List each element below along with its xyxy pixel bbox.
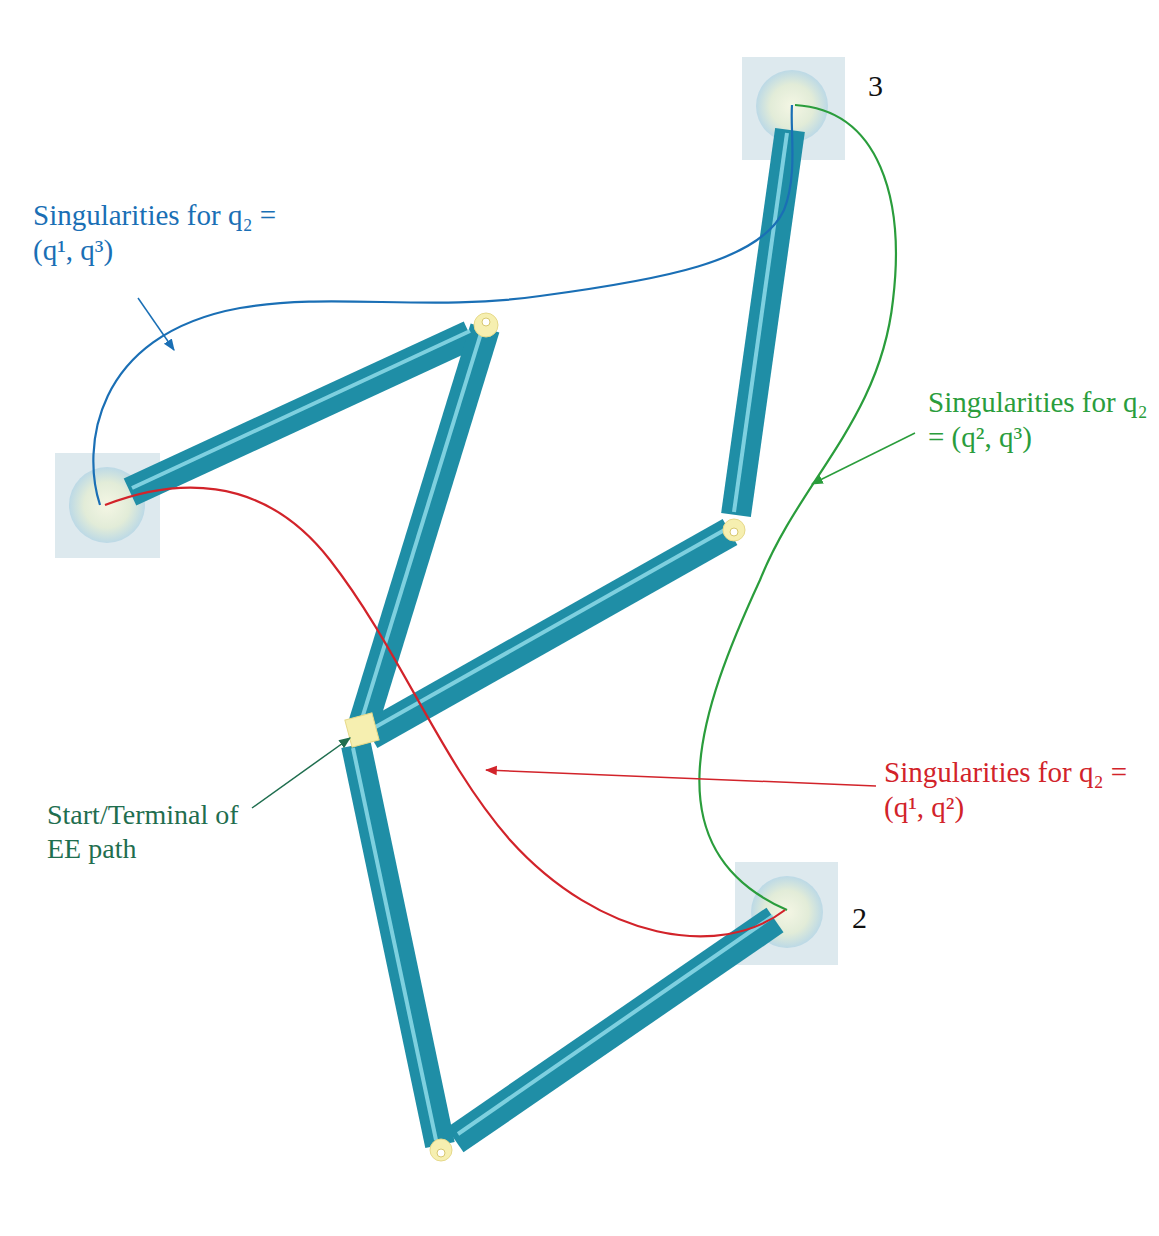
- curve-label: Singularities for q₂ = (q¹, q²): [884, 755, 1134, 825]
- joints: [345, 313, 745, 1161]
- callout-number: 3: [868, 68, 883, 104]
- callout-label: Start/Terminal of EE path: [47, 798, 252, 865]
- curve-label: Singularities for q₂ = (q², q³): [928, 385, 1152, 455]
- callout-number: 2: [852, 900, 867, 936]
- links: [130, 130, 790, 1145]
- callout-pointers: [138, 298, 915, 808]
- curve-label: Singularities for q₂ = (q¹, q³): [33, 198, 283, 268]
